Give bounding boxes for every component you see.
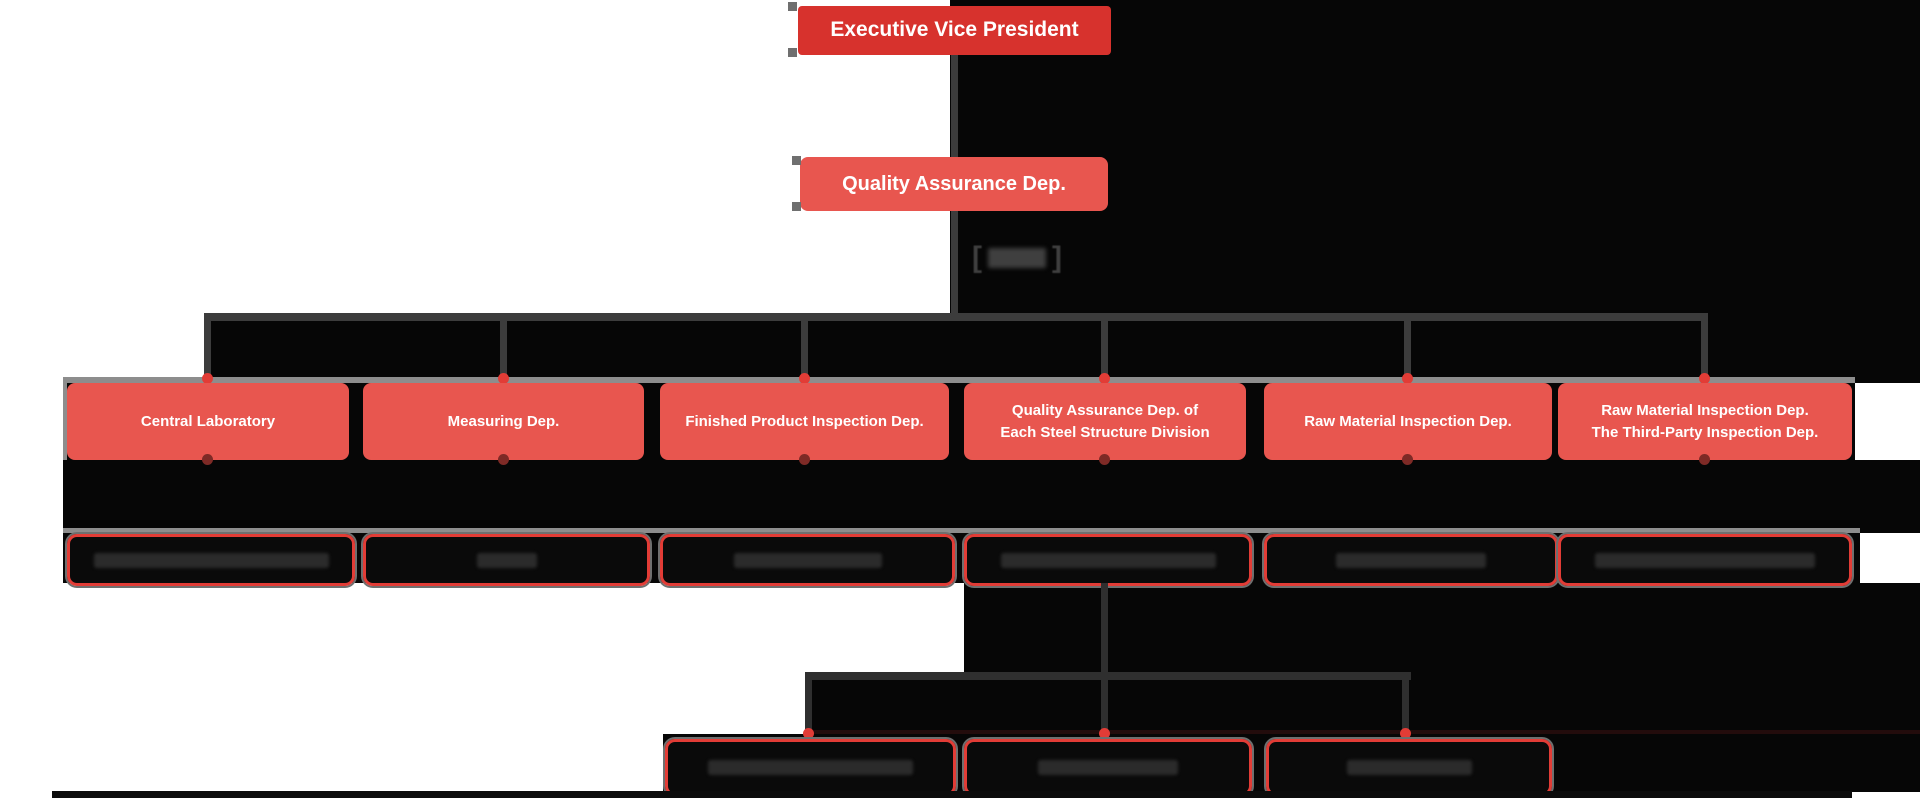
connector-drop-6 bbox=[1701, 321, 1708, 379]
anchor-dot bbox=[498, 454, 509, 465]
node-label: Measuring Dep. bbox=[447, 412, 560, 430]
anchor-dot bbox=[498, 373, 509, 384]
sub-node-obscured[interactable] bbox=[658, 532, 957, 588]
anchor-dot bbox=[1099, 373, 1110, 384]
connector-l2-to-trunk bbox=[951, 211, 958, 317]
cutoff-row-top-edge bbox=[52, 791, 1852, 798]
anchor-dot bbox=[202, 373, 213, 384]
bg-black-gap-band bbox=[63, 460, 1920, 533]
node-measuring-dep[interactable]: Measuring Dep. bbox=[363, 383, 644, 460]
node-raw-material-inspection-dep[interactable]: Raw Material Inspection Dep. bbox=[1264, 383, 1552, 460]
anchor-dot bbox=[799, 373, 810, 384]
anchor-dot bbox=[1699, 454, 1710, 465]
obscured-label bbox=[476, 552, 537, 568]
sub-node-obscured[interactable] bbox=[1556, 532, 1854, 588]
sub-row-top-edge bbox=[63, 528, 1860, 533]
connector-drop-2 bbox=[500, 321, 507, 379]
connector-drop-4 bbox=[1101, 321, 1108, 379]
dept-row-top-edge bbox=[63, 377, 1855, 383]
anchor-dot bbox=[1402, 454, 1413, 465]
bottom-row-top-edge bbox=[805, 730, 1920, 734]
obscured-annotation-smudge bbox=[988, 248, 1046, 268]
obscured-label bbox=[93, 552, 329, 568]
bg-black-mid-lower bbox=[964, 583, 1920, 676]
node-label: Raw Material Inspection Dep. bbox=[1304, 412, 1512, 430]
node-label: Finished Product Inspection Dep. bbox=[685, 412, 924, 430]
anchor-dot bbox=[1400, 728, 1411, 739]
bracket-left: [ bbox=[972, 241, 982, 274]
sub-node-obscured[interactable] bbox=[361, 532, 652, 588]
bottom-node-obscured[interactable] bbox=[663, 737, 958, 798]
node-executive-vice-president[interactable]: Executive Vice President bbox=[798, 6, 1111, 55]
dept-row-left-edge bbox=[63, 377, 67, 460]
node-label: Raw Material Inspection Dep. The Third-P… bbox=[1591, 401, 1819, 441]
node-qa-dep-steel-structure-division[interactable]: Quality Assurance Dep. of Each Steel Str… bbox=[964, 383, 1246, 460]
anchor-dot bbox=[202, 454, 213, 465]
connector-trunk-2 bbox=[805, 672, 1411, 680]
anchor-dot bbox=[1099, 454, 1110, 465]
obscured-label bbox=[1038, 760, 1178, 775]
connector-drop-b2 bbox=[1101, 680, 1108, 734]
sub-node-obscured[interactable] bbox=[65, 532, 357, 588]
bracket-right: ] bbox=[1052, 241, 1062, 274]
obscured-label bbox=[1346, 760, 1472, 775]
obscured-label bbox=[733, 552, 882, 568]
node-label: Central Laboratory bbox=[140, 412, 276, 430]
resize-handle[interactable] bbox=[792, 156, 801, 165]
obscured-label bbox=[1000, 552, 1216, 568]
connector-drop-b1 bbox=[805, 680, 812, 734]
connector-root-to-l2 bbox=[951, 55, 958, 157]
anchor-dot bbox=[803, 728, 814, 739]
node-quality-assurance-dep[interactable]: Quality Assurance Dep. bbox=[800, 157, 1108, 211]
node-label: Quality Assurance Dep. bbox=[842, 172, 1066, 195]
connector-drop-b3 bbox=[1402, 680, 1409, 734]
bottom-node-obscured[interactable] bbox=[1264, 737, 1554, 798]
node-finished-product-inspection-dep[interactable]: Finished Product Inspection Dep. bbox=[660, 383, 949, 460]
anchor-dot bbox=[1402, 373, 1413, 384]
bg-black-lower-band bbox=[805, 672, 1920, 738]
obscured-label bbox=[1336, 552, 1486, 568]
connector-drop-5 bbox=[1404, 321, 1411, 379]
bottom-node-obscured[interactable] bbox=[962, 737, 1254, 798]
anchor-dot bbox=[799, 454, 810, 465]
node-label: Executive Vice President bbox=[830, 18, 1079, 42]
connector-drop-3 bbox=[801, 321, 808, 379]
node-label: Quality Assurance Dep. of Each Steel Str… bbox=[1000, 401, 1210, 441]
sub-node-obscured[interactable] bbox=[962, 532, 1254, 588]
resize-handle[interactable] bbox=[788, 48, 797, 57]
bg-black-top-right bbox=[950, 0, 1920, 317]
anchor-dot bbox=[1099, 728, 1110, 739]
sub-node-obscured[interactable] bbox=[1262, 532, 1560, 588]
connector-trunk bbox=[204, 313, 1708, 321]
resize-handle[interactable] bbox=[788, 2, 797, 11]
connector-sub4-down bbox=[1101, 583, 1108, 676]
connector-drop-1 bbox=[204, 321, 211, 379]
bg-black-connector-band bbox=[204, 313, 1920, 383]
resize-handle[interactable] bbox=[792, 202, 801, 211]
obscured-label bbox=[708, 760, 913, 775]
node-central-laboratory[interactable]: Central Laboratory bbox=[67, 383, 349, 460]
bg-black-dept-row bbox=[63, 377, 1855, 460]
obscured-label bbox=[1595, 552, 1815, 568]
anchor-dot bbox=[1699, 373, 1710, 384]
node-raw-material-third-party-inspection-dep[interactable]: Raw Material Inspection Dep. The Third-P… bbox=[1558, 383, 1852, 460]
obscured-annotation: [ ] bbox=[972, 240, 1062, 276]
